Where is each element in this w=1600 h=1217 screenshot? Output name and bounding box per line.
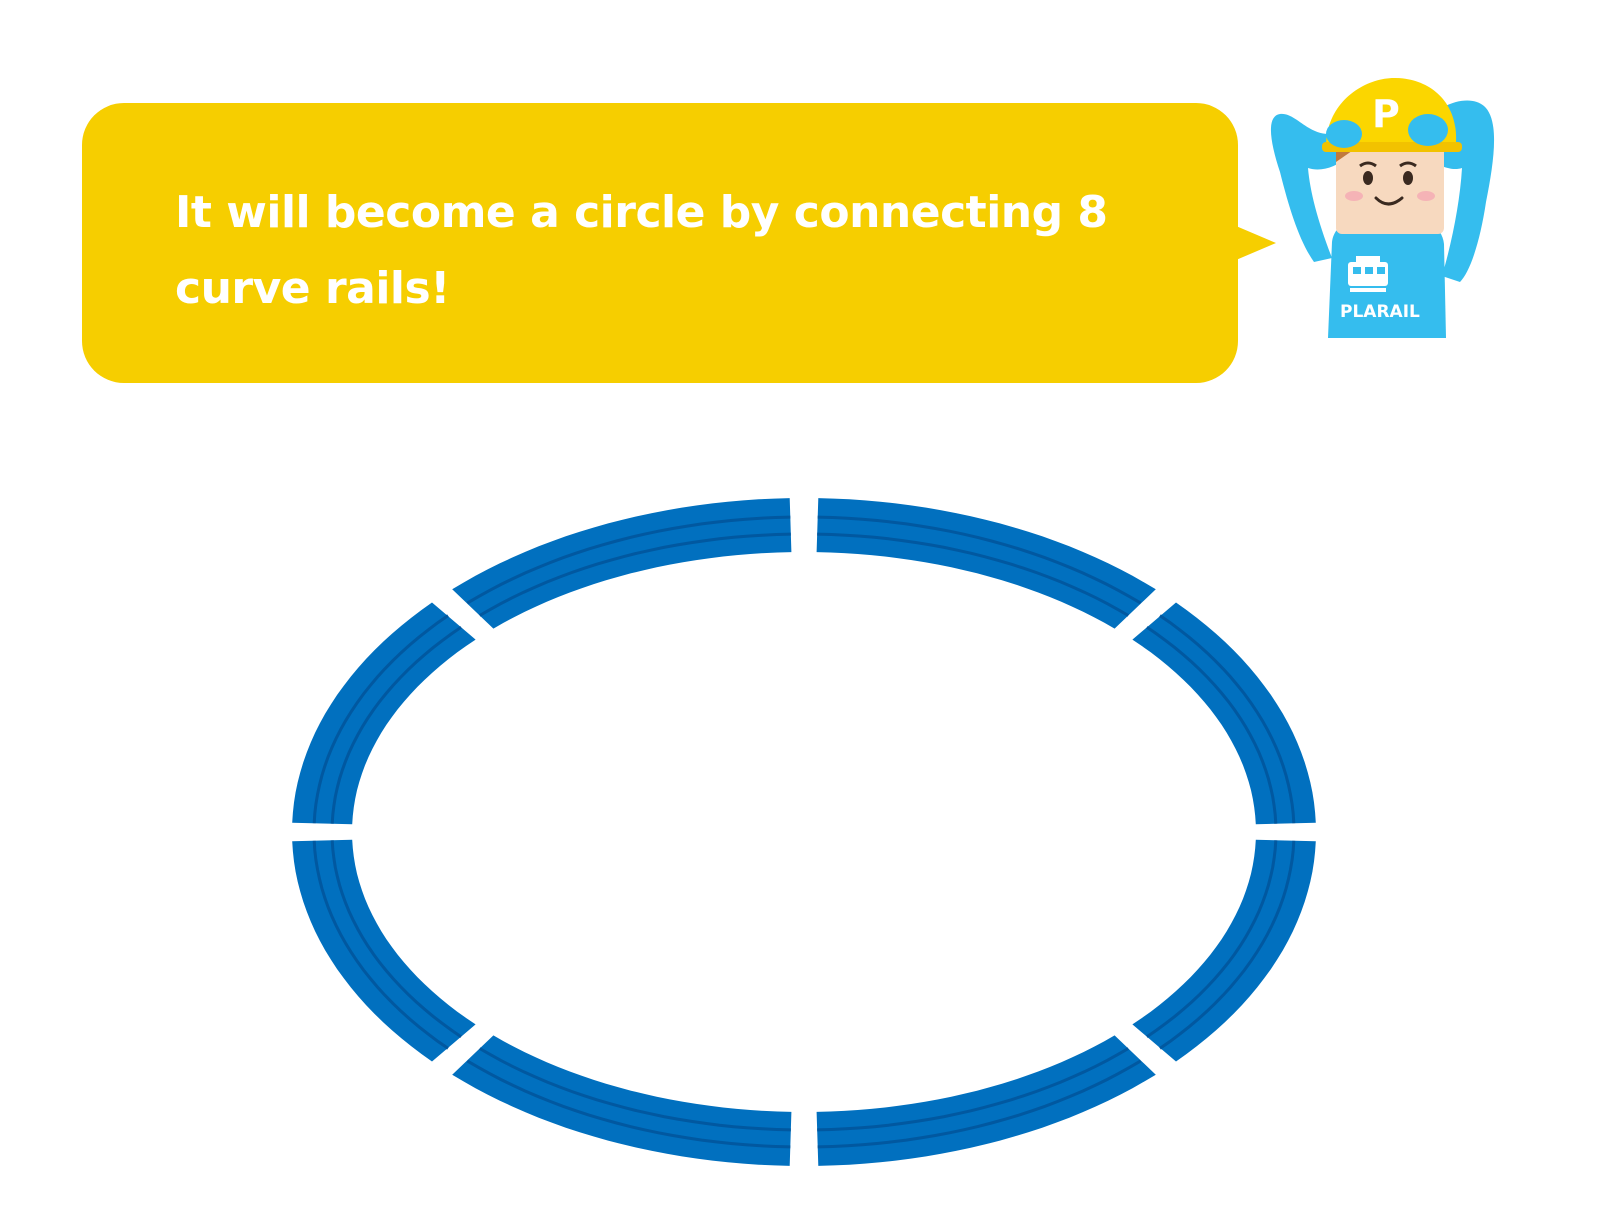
curve-rail-7 <box>292 602 476 825</box>
curve-rail-5 <box>452 1035 792 1166</box>
curve-rail-7-groove-2 <box>330 625 462 824</box>
curve-rail-1-groove-1 <box>817 515 1142 605</box>
curve-rail-2-groove-2 <box>1146 625 1278 824</box>
curve-rail-8-groove-1 <box>466 515 791 605</box>
curve-rail-4 <box>816 1035 1156 1166</box>
curve-rail-2 <box>1132 602 1316 825</box>
curve-rail-4-groove-2 <box>817 1047 1130 1132</box>
curve-rail-6 <box>292 839 476 1062</box>
curve-rail-8 <box>452 498 792 629</box>
curve-rail-1-groove-2 <box>817 532 1130 617</box>
plarail-mascot-illustration: PLARAIL P <box>1270 78 1495 338</box>
curve-rail-3-groove-1 <box>1159 840 1296 1050</box>
curve-rail-6-groove-1 <box>312 840 449 1050</box>
mascot-shirt-logo: PLARAIL <box>1340 302 1420 322</box>
mascot-helmet-letter: P <box>1372 92 1400 136</box>
curve-rail-7-groove-1 <box>312 614 449 824</box>
curve-rail-2-groove-1 <box>1159 614 1296 824</box>
curve-rail-5-groove-2 <box>478 1047 791 1132</box>
curve-rail-4-groove-1 <box>817 1059 1142 1149</box>
speech-bubble: It will become a circle by connecting 8 … <box>82 103 1238 383</box>
curve-rail-6-groove-2 <box>330 840 462 1039</box>
curve-rail-5-groove-1 <box>466 1059 791 1149</box>
speech-bubble-tail <box>1236 226 1276 260</box>
curve-rail-8-groove-2 <box>478 532 791 617</box>
curve-rail-1 <box>816 498 1156 629</box>
curve-rail-3 <box>1132 839 1316 1062</box>
curve-rail-3-groove-2 <box>1146 840 1278 1039</box>
speech-bubble-text: It will become a circle by connecting 8 … <box>175 187 1108 314</box>
